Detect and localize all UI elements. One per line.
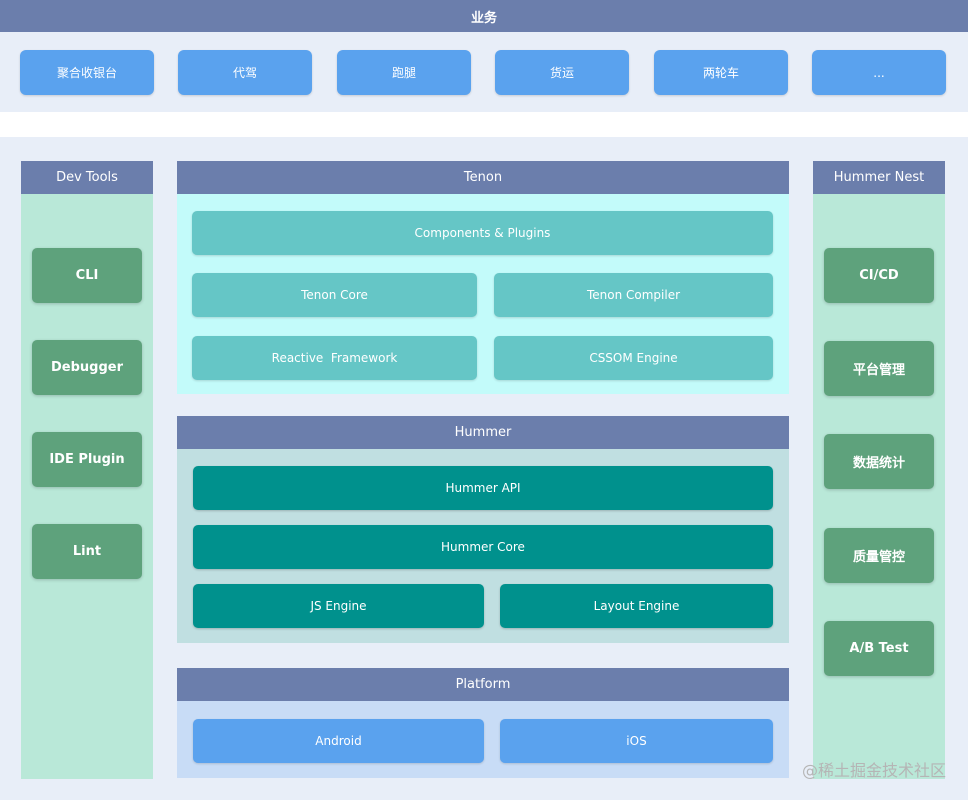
- nest-data-statistics: 数据统计: [824, 434, 934, 489]
- nest-platform-management: 平台管理: [824, 341, 934, 396]
- platform-ios: iOS: [500, 719, 773, 763]
- business-item-more: ...: [812, 50, 946, 95]
- dev-tool-ide-plugin: IDE Plugin: [32, 432, 142, 487]
- business-header: 业务: [0, 0, 968, 32]
- business-item-two-wheeler: 两轮车: [654, 50, 788, 95]
- dev-tools-header: Dev Tools: [21, 161, 153, 194]
- business-item-freight: 货运: [495, 50, 629, 95]
- hummer-layout-engine: Layout Engine: [500, 584, 773, 628]
- tenon-components-plugins: Components & Plugins: [192, 211, 773, 255]
- hummer-api: Hummer API: [193, 466, 773, 510]
- hummer-header: Hummer: [177, 416, 789, 449]
- nest-ab-test: A/B Test: [824, 621, 934, 676]
- business-item-errand: 跑腿: [337, 50, 471, 95]
- tenon-reactive-framework: Reactive Framework: [192, 336, 477, 380]
- dev-tool-lint: Lint: [32, 524, 142, 579]
- watermark: @稀土掘金技术社区: [801, 761, 946, 780]
- tenon-header: Tenon: [177, 161, 789, 194]
- hummer-nest-header: Hummer Nest: [813, 161, 945, 194]
- platform-header: Platform: [177, 668, 789, 701]
- business-layer: 业务 聚合收银台 代驾 跑腿 货运 两轮车 ...: [0, 0, 968, 112]
- nest-quality-control: 质量管控: [824, 528, 934, 583]
- tenon-compiler: Tenon Compiler: [494, 273, 773, 317]
- tenon-core: Tenon Core: [192, 273, 477, 317]
- tenon-cssom-engine: CSSOM Engine: [494, 336, 773, 380]
- business-item-aggregate-checkout: 聚合收银台: [20, 50, 154, 95]
- dev-tool-cli: CLI: [32, 248, 142, 303]
- dev-tool-debugger: Debugger: [32, 340, 142, 395]
- business-item-designated-driver: 代驾: [178, 50, 312, 95]
- hummer-core: Hummer Core: [193, 525, 773, 569]
- platform-android: Android: [193, 719, 484, 763]
- nest-ci-cd: CI/CD: [824, 248, 934, 303]
- hummer-js-engine: JS Engine: [193, 584, 484, 628]
